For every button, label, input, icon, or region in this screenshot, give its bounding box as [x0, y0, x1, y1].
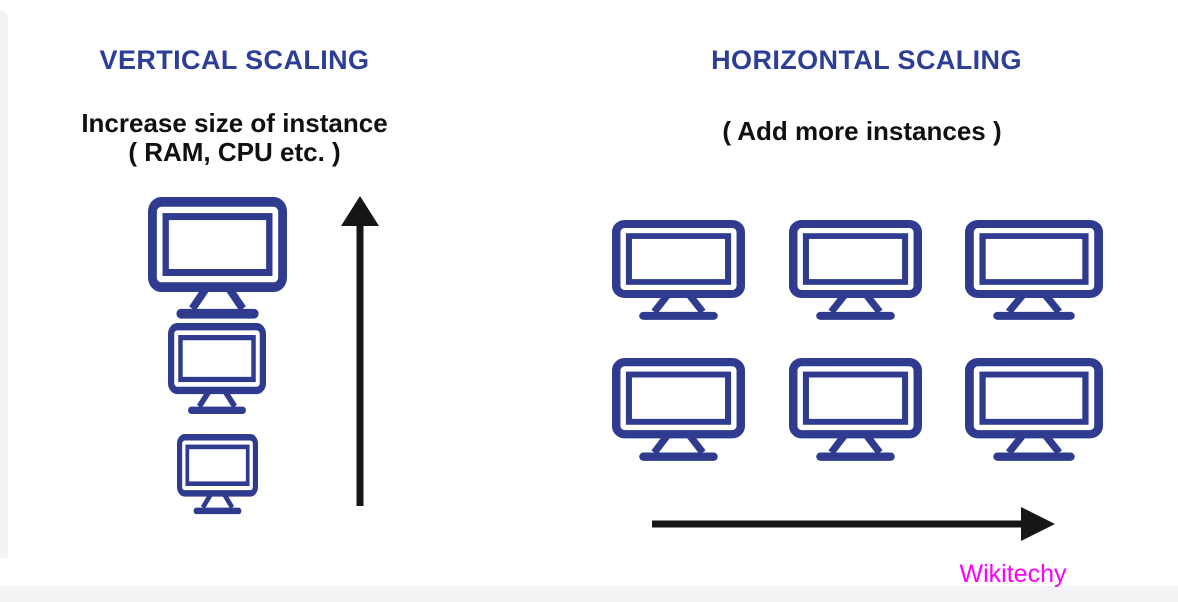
vertical-scaling-description: Increase size of instance ( RAM, CPU etc… — [62, 109, 407, 167]
monitor-icon — [789, 220, 922, 321]
vertical-scaling-title: VERTICAL SCALING — [99, 45, 370, 75]
monitor-icon-large — [148, 197, 287, 320]
up-arrow-icon — [341, 196, 379, 506]
vertical-scaling-description-line2: ( RAM, CPU etc. ) — [128, 137, 341, 167]
frame-edge-bottom — [0, 586, 1178, 602]
horizontal-scaling-title: HORIZONTAL SCALING — [711, 45, 1022, 75]
horizontal-scaling-description: ( Add more instances ) — [722, 116, 1002, 146]
monitor-icon — [965, 358, 1103, 462]
monitor-icon — [612, 220, 745, 321]
frame-edge-left — [0, 10, 8, 558]
monitor-icon — [612, 358, 745, 462]
vertical-scaling-description-line1: Increase size of instance — [81, 108, 388, 138]
monitor-icon-medium — [168, 323, 266, 415]
monitor-icon-small — [177, 434, 258, 515]
monitor-icon — [965, 220, 1103, 321]
monitor-icon — [789, 358, 922, 462]
right-arrow-icon — [652, 507, 1055, 541]
wikitechy-watermark: Wikitechy — [959, 560, 1067, 588]
